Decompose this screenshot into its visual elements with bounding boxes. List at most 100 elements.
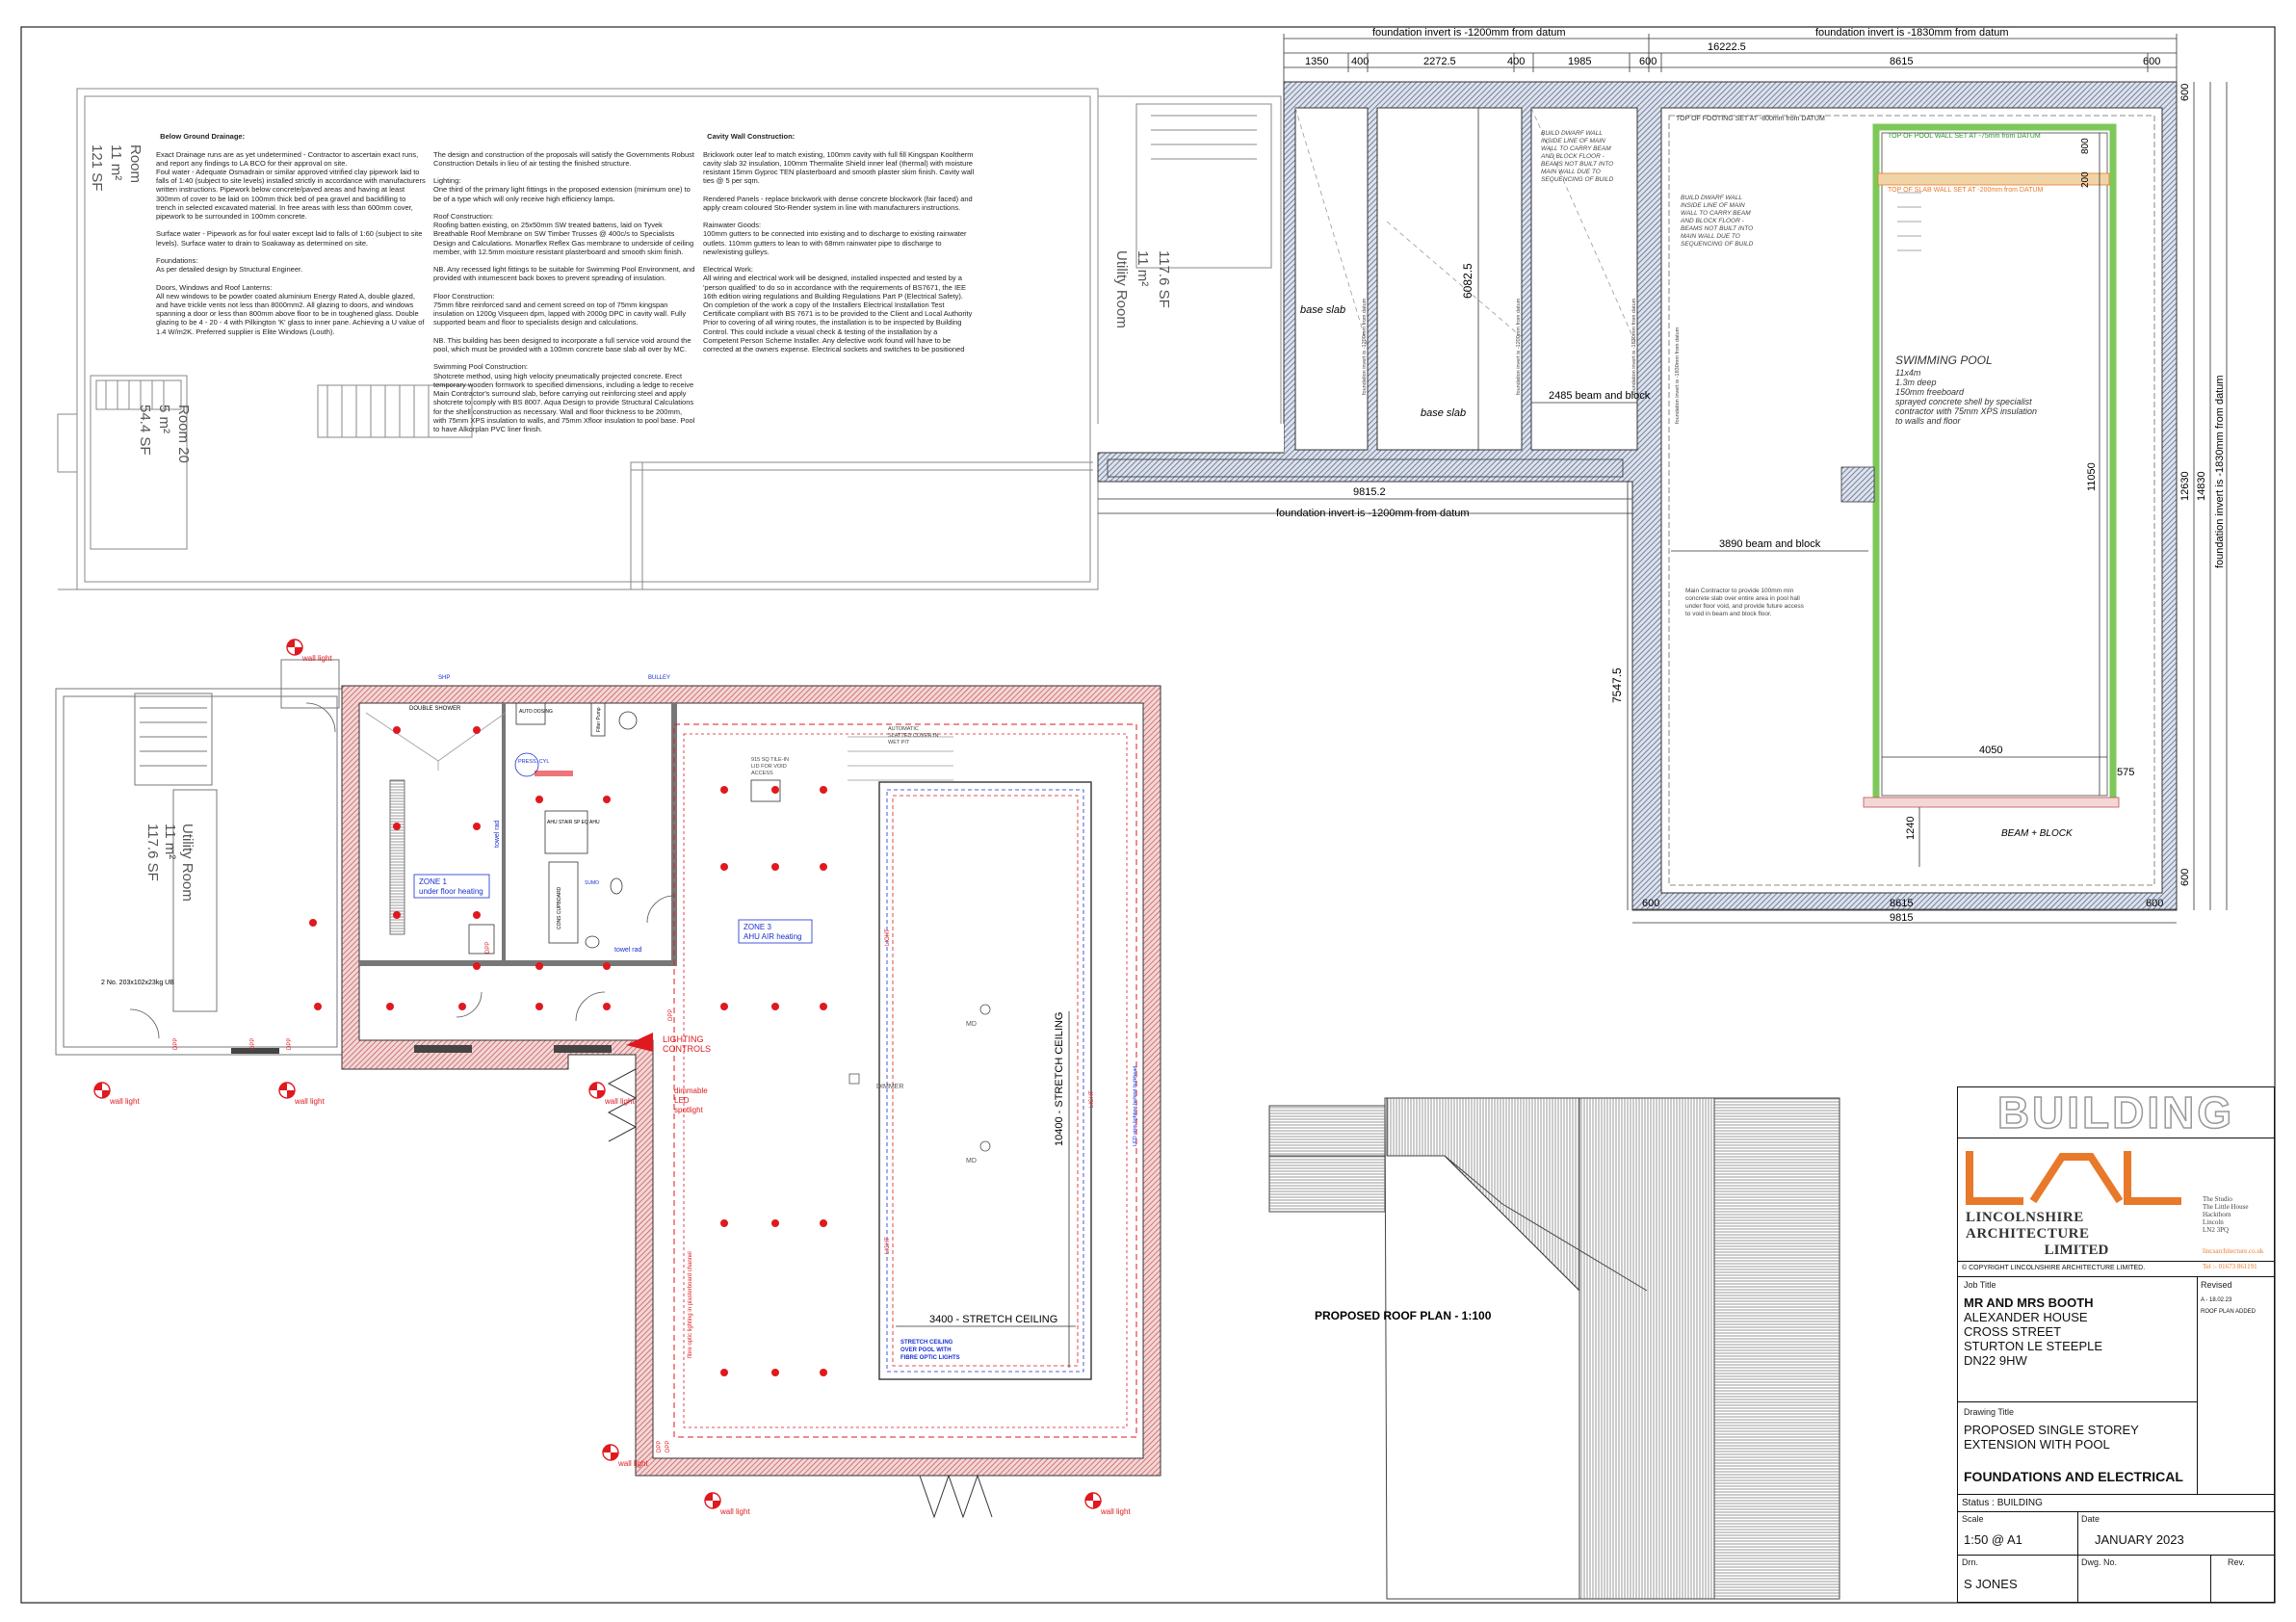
svg-text:STRETCH CEILING: STRETCH CEILING: [900, 1340, 953, 1346]
notes-column-2: The design and construction of the propo…: [433, 123, 695, 441]
seg-dim: 400: [1507, 56, 1525, 67]
double-shower-label: DOUBLE SHOWER: [409, 706, 461, 712]
existing-building-plan: [57, 88, 1282, 590]
room-20-name: Room 20: [175, 405, 192, 463]
revised-label: Revised: [2201, 1280, 2232, 1290]
void-access-note: 915 SQ TILE-IN LID FOR VOID ACCESS: [751, 757, 789, 776]
notes-column-1: Below Ground Drainage: Exact Drainage ru…: [156, 123, 428, 441]
bay-invert-label: foundation invert is -1830mm from datum: [1675, 327, 1681, 424]
room-ul-area: 11 m²: [108, 144, 124, 180]
bifold-door-side: [607, 1068, 638, 1142]
top-dimension-text: foundation invert is -1200mm from datum …: [1305, 27, 2160, 67]
room-20-area: 5 m²: [156, 405, 172, 433]
logo-text: LAL: [1966, 1147, 1967, 1148]
job-lines: MR AND MRS BOOTH ALEXANDER HOUSE CROSS S…: [1964, 1295, 2102, 1368]
job-title-section: Job Title MR AND MRS BOOTH ALEXANDER HOU…: [1958, 1276, 2198, 1401]
roof-plan-label: PROPOSED ROOF PLAN - 1:100: [1315, 1309, 1492, 1322]
status-banner: BUILDING: [1958, 1086, 2274, 1138]
date-value: JANUARY 2023: [2095, 1532, 2184, 1547]
bottom-total-dim: 9815: [1890, 912, 1913, 924]
zone1-label: ZONE 1: [419, 877, 447, 886]
pool-line: 1.3m deep: [1895, 378, 1937, 387]
footing-note: TOP OF FOOTING SET AT -800mm from DATUM: [1676, 116, 1825, 122]
scale-label: Scale: [1962, 1514, 1984, 1524]
job-title-label: Job Title: [1964, 1280, 1996, 1290]
beam-label-b: 3890 beam and block: [1719, 538, 1821, 550]
depth-dim-left: 7547.5: [1610, 667, 1624, 703]
mid-dimension: 9815.2 foundation invert is -1200mm from…: [1098, 486, 1632, 519]
ahu-unit: [544, 810, 588, 854]
pool-inner-dim: 4050: [1979, 745, 2002, 756]
status-value: BUILDING: [1996, 1498, 2043, 1508]
bay-invert-label: foundation invert is -1200mm from datum: [1516, 298, 1522, 395]
svg-text:to void in beam and block floo: to void in beam and block floor.: [1685, 611, 1772, 617]
room-20-sf: 54.4 SF: [137, 405, 153, 456]
cons-label: CONS CUPBOARD: [557, 886, 562, 929]
company-website[interactable]: lincsarchitecture.co.uk: [2203, 1247, 2264, 1255]
vanity-unit: [468, 924, 495, 955]
right-total-b: 14830: [2196, 471, 2207, 501]
svg-text:DPP: DPP: [287, 1038, 293, 1050]
address-line: Hackthorn: [2203, 1211, 2231, 1218]
motion-detector-icon: [979, 1140, 991, 1152]
svg-text:INSIDE LINE OF MAIN: INSIDE LINE OF MAIN: [1681, 202, 1745, 209]
zone3-box: [738, 919, 813, 944]
pool-wall-note: TOP OF POOL WALL SET AT -75mm from DATUM: [1888, 133, 2041, 140]
swing-doors: [129, 702, 675, 1039]
right-invert: foundation invert is -1830mm from datum: [2214, 375, 2226, 568]
pool-light-label: LIGHT: [885, 929, 891, 946]
date-label: Date: [2081, 1514, 2100, 1524]
drawing-title-line: EXTENSION WITH POOL: [1964, 1437, 2110, 1452]
svg-text:WALL TO CARRY BEAM: WALL TO CARRY BEAM: [1541, 145, 1611, 152]
svg-text:WET PIT: WET PIT: [888, 740, 910, 746]
bay-invert-label: foundation invert is -1830mm from datum: [1631, 298, 1637, 395]
bottom-seg-dim: 8615: [1890, 898, 1913, 909]
bottom-seg-dim: 600: [1642, 898, 1659, 909]
top-dimension-chain: [1283, 34, 2178, 82]
seg-dim: 600: [2143, 56, 2160, 67]
roof-plan: PROPOSED ROOF PLAN - 1:100: [1268, 1097, 1840, 1600]
address-line: The Studio: [2203, 1195, 2232, 1203]
towel-rad-label-1: towel rad: [494, 820, 501, 848]
drawing-title: PROPOSED SINGLE STOREY EXTENSION WITH PO…: [1964, 1423, 2139, 1452]
svg-text:DPP: DPP: [665, 1441, 671, 1452]
address-line: LN2 3PQ: [2203, 1226, 2230, 1234]
slatted-cover-note: AUTOMATIC SLATTED COVER IN WET PIT: [888, 726, 938, 746]
svg-text:Main Contractor to provide 100: Main Contractor to provide 100mm min: [1685, 588, 1794, 594]
status-label: Status :: [1962, 1498, 1995, 1508]
utility-room-2-name: Utility Room: [179, 824, 196, 902]
dwarf-wall-note-2: BUILD DWARF WALL INSIDE LINE OF MAIN WAL…: [1680, 195, 1754, 248]
pool-line: 150mm freeboard: [1895, 387, 1965, 397]
base-slab-label-2: base slab: [1421, 407, 1466, 419]
svg-text:AND BLOCK FLOOR -: AND BLOCK FLOOR -: [1540, 153, 1605, 160]
sumo-label: SUMO: [585, 880, 599, 886]
revision-entry: A - 18.02.23: [2201, 1297, 2232, 1303]
stretch-ceiling-note: STRETCH CEILING OVER POOL WITH FIBRE OPT…: [900, 1340, 960, 1361]
notes-body: The design and construction of the propo…: [433, 149, 695, 433]
bay-invert-label: foundation invert is -1200mm from datum: [1362, 298, 1368, 395]
filter-pump-box: [590, 702, 606, 737]
job-address-line: STURTON LE STEEPLE: [1964, 1339, 2103, 1353]
beam-label-a: 2485 beam and block: [1549, 390, 1651, 402]
seg-dim: 600: [1639, 56, 1657, 67]
company-name-2: LIMITED: [2044, 1243, 2109, 1258]
wc-icon: [610, 877, 623, 895]
svg-text:SEQUENCING OF BUILD: SEQUENCING OF BUILD: [1541, 176, 1614, 183]
svg-text:DPP: DPP: [657, 1441, 663, 1452]
press-cyl-icon: [514, 752, 539, 777]
svg-text:DPP: DPP: [250, 1038, 256, 1050]
mid-invert-dim: foundation invert is -1200mm from datum: [1276, 508, 1470, 519]
lighting-controls-line1: LIGHTING: [663, 1034, 704, 1044]
pool-height-dim: 11050: [2086, 462, 2098, 491]
svg-text:ACCESS: ACCESS: [751, 771, 773, 776]
foundation-plan: base slab base slab SWIMMING POOL 11x4m …: [1093, 81, 2178, 911]
pool-line: sprayed concrete shell by specialist: [1895, 397, 2032, 406]
svg-text:concrete slab over entire area: concrete slab over entire area in pool h…: [1685, 595, 1800, 602]
copyright: © COPYRIGHT LINCOLNSHIRE ARCHITECTURE LI…: [1962, 1265, 2146, 1271]
drawing-title-line: PROPOSED SINGLE STOREY: [1964, 1423, 2139, 1437]
status-banner-text: BUILDING: [1996, 1086, 2235, 1138]
right-bottom-dim: 600: [2179, 869, 2191, 886]
drawing-subtitle: FOUNDATIONS AND ELECTRICAL: [1964, 1469, 2183, 1484]
dimmable-line1: dimmable: [674, 1086, 708, 1095]
